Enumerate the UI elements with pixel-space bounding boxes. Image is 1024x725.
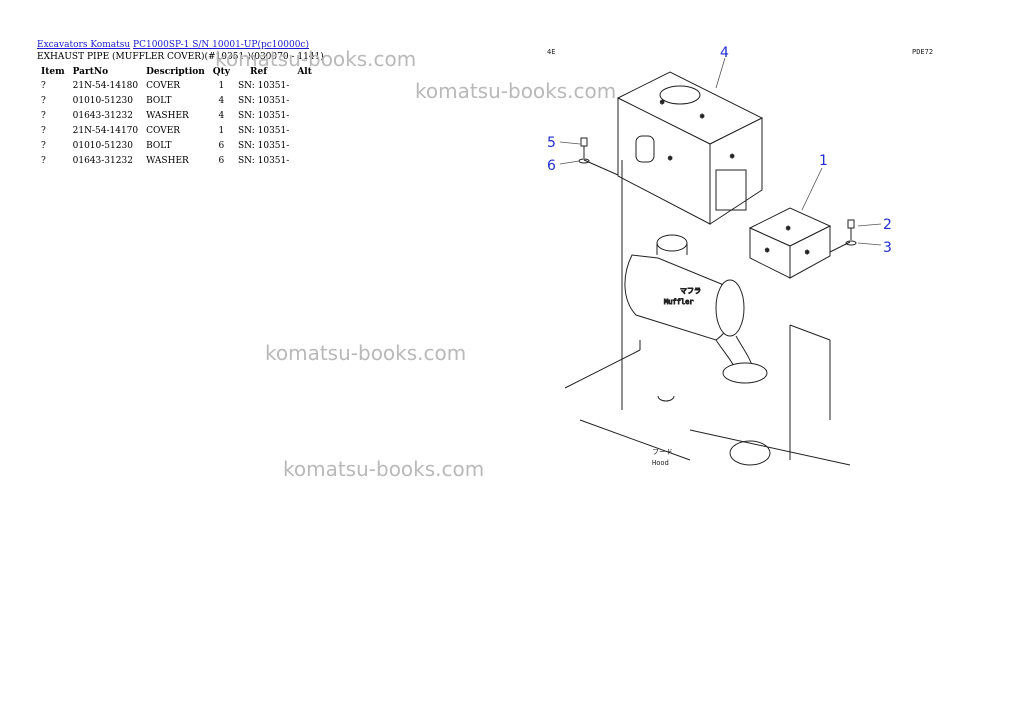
page-title: EXHAUST PIPE (MUFFLER COVER)(#10351-)(03… <box>37 52 324 62</box>
small-cover-drawing: ✲ ✲ ✲ <box>748 207 832 279</box>
bolt-washer-2-3 <box>845 219 857 246</box>
cell-qty: 1 <box>218 81 225 91</box>
cell-description: BOLT <box>146 141 172 151</box>
callout-5: 5 <box>547 135 556 151</box>
cell-ref: SN: 10351- <box>238 96 290 106</box>
header-item: Item <box>41 67 65 77</box>
table-row: ? 01010-51230 BOLT 4 SN: 10351- <box>37 95 316 110</box>
svg-text:✲: ✲ <box>660 98 665 106</box>
table-header-row: Item PartNo Description Qty Ref Alt <box>37 66 316 80</box>
cell-alt <box>293 95 316 110</box>
svg-text:✲: ✲ <box>668 154 673 162</box>
cell-partno: 01643-31232 <box>72 111 133 121</box>
header-qty: Qty <box>212 67 231 77</box>
breadcrumb-link-excavators[interactable]: Excavators Komatsu <box>37 40 131 50</box>
table-row: ? 01010-51230 BOLT 6 SN: 10351- <box>37 140 316 155</box>
table-row: ? 01643-31232 WASHER 6 SN: 10351- <box>37 155 316 170</box>
cell-description: WASHER <box>146 156 189 166</box>
cell-partno: 01643-31232 <box>72 156 133 166</box>
ref-code: PDE72 <box>912 48 933 56</box>
cell-qty: 4 <box>218 96 225 106</box>
cell-item: ? <box>41 111 46 121</box>
cell-item: ? <box>41 156 46 166</box>
cell-alt <box>293 140 316 155</box>
header-description: Description <box>146 67 205 77</box>
cell-qty: 1 <box>218 126 225 136</box>
muffler-jp-label: マフラ <box>680 287 701 295</box>
cell-ref: SN: 10351- <box>238 156 290 166</box>
watermark: komatsu-books.com <box>283 457 485 481</box>
cell-ref: SN: 10351- <box>238 111 290 121</box>
cell-ref: SN: 10351- <box>238 126 290 136</box>
cell-alt <box>293 80 316 95</box>
cell-partno: 01010-51230 <box>72 96 133 106</box>
cell-qty: 6 <box>218 156 225 166</box>
table-row: ? 21N-54-14180 COVER 1 SN: 10351- <box>37 80 316 95</box>
header-partno: PartNo <box>72 67 109 77</box>
cell-partno: 01010-51230 <box>72 141 133 151</box>
muffler-drawing: マフラ Muffler <box>624 234 768 384</box>
parts-diagram: ✲ ✲ ✲ ✲ ✲ ✲ ✲ マフラ Muffler <box>547 45 933 467</box>
svg-text:✲: ✲ <box>805 248 810 256</box>
callout-6: 6 <box>547 158 556 174</box>
callout-2: 2 <box>883 217 892 233</box>
breadcrumb: Excavators Komatsu PC1000SP-1 S/N 10001-… <box>37 40 309 50</box>
cell-description: COVER <box>146 126 181 136</box>
callout-1: 1 <box>819 153 828 169</box>
svg-text:✲: ✲ <box>765 246 770 254</box>
cell-qty: 6 <box>218 141 225 151</box>
cell-alt <box>293 155 316 170</box>
cell-description: BOLT <box>146 96 172 106</box>
hood-jp-label: フード <box>652 448 673 456</box>
cell-ref: SN: 10351- <box>238 81 290 91</box>
cell-qty: 4 <box>218 111 225 121</box>
cell-partno: 21N-54-14170 <box>72 126 139 136</box>
cell-ref: SN: 10351- <box>238 141 290 151</box>
muffler-en-label: Muffler <box>664 298 694 306</box>
header-ref: Ref <box>250 67 268 77</box>
table-row: ? 01643-31232 WASHER 4 SN: 10351- <box>37 110 316 125</box>
header-alt: Alt <box>297 67 312 77</box>
breadcrumb-link-model[interactable]: PC1000SP-1 S/N 10001-UP(pc10000c) <box>133 40 309 50</box>
cell-item: ? <box>41 141 46 151</box>
cell-description: WASHER <box>146 111 189 121</box>
bolt-washer-5-6 <box>578 137 590 164</box>
callout-3: 3 <box>883 240 892 256</box>
large-cover-drawing: ✲ ✲ ✲ ✲ <box>616 71 764 225</box>
parts-table: Item PartNo Description Qty Ref Alt ? 21… <box>37 66 316 170</box>
hood-en-label: Hood <box>652 459 669 467</box>
cell-description: COVER <box>146 81 181 91</box>
frame-lines <box>564 159 851 466</box>
watermark: komatsu-books.com <box>265 341 467 365</box>
page-code: 4E <box>547 48 555 56</box>
cell-alt <box>293 110 316 125</box>
svg-text:✲: ✲ <box>730 152 735 160</box>
cell-partno: 21N-54-14180 <box>72 81 139 91</box>
callout-4: 4 <box>720 45 729 61</box>
cell-item: ? <box>41 96 46 106</box>
leader-lines <box>559 57 882 246</box>
cell-item: ? <box>41 126 46 136</box>
table-row: ? 21N-54-14170 COVER 1 SN: 10351- <box>37 125 316 140</box>
svg-text:✲: ✲ <box>700 112 705 120</box>
cell-item: ? <box>41 81 46 91</box>
svg-text:✲: ✲ <box>786 224 791 232</box>
cell-alt <box>293 125 316 140</box>
